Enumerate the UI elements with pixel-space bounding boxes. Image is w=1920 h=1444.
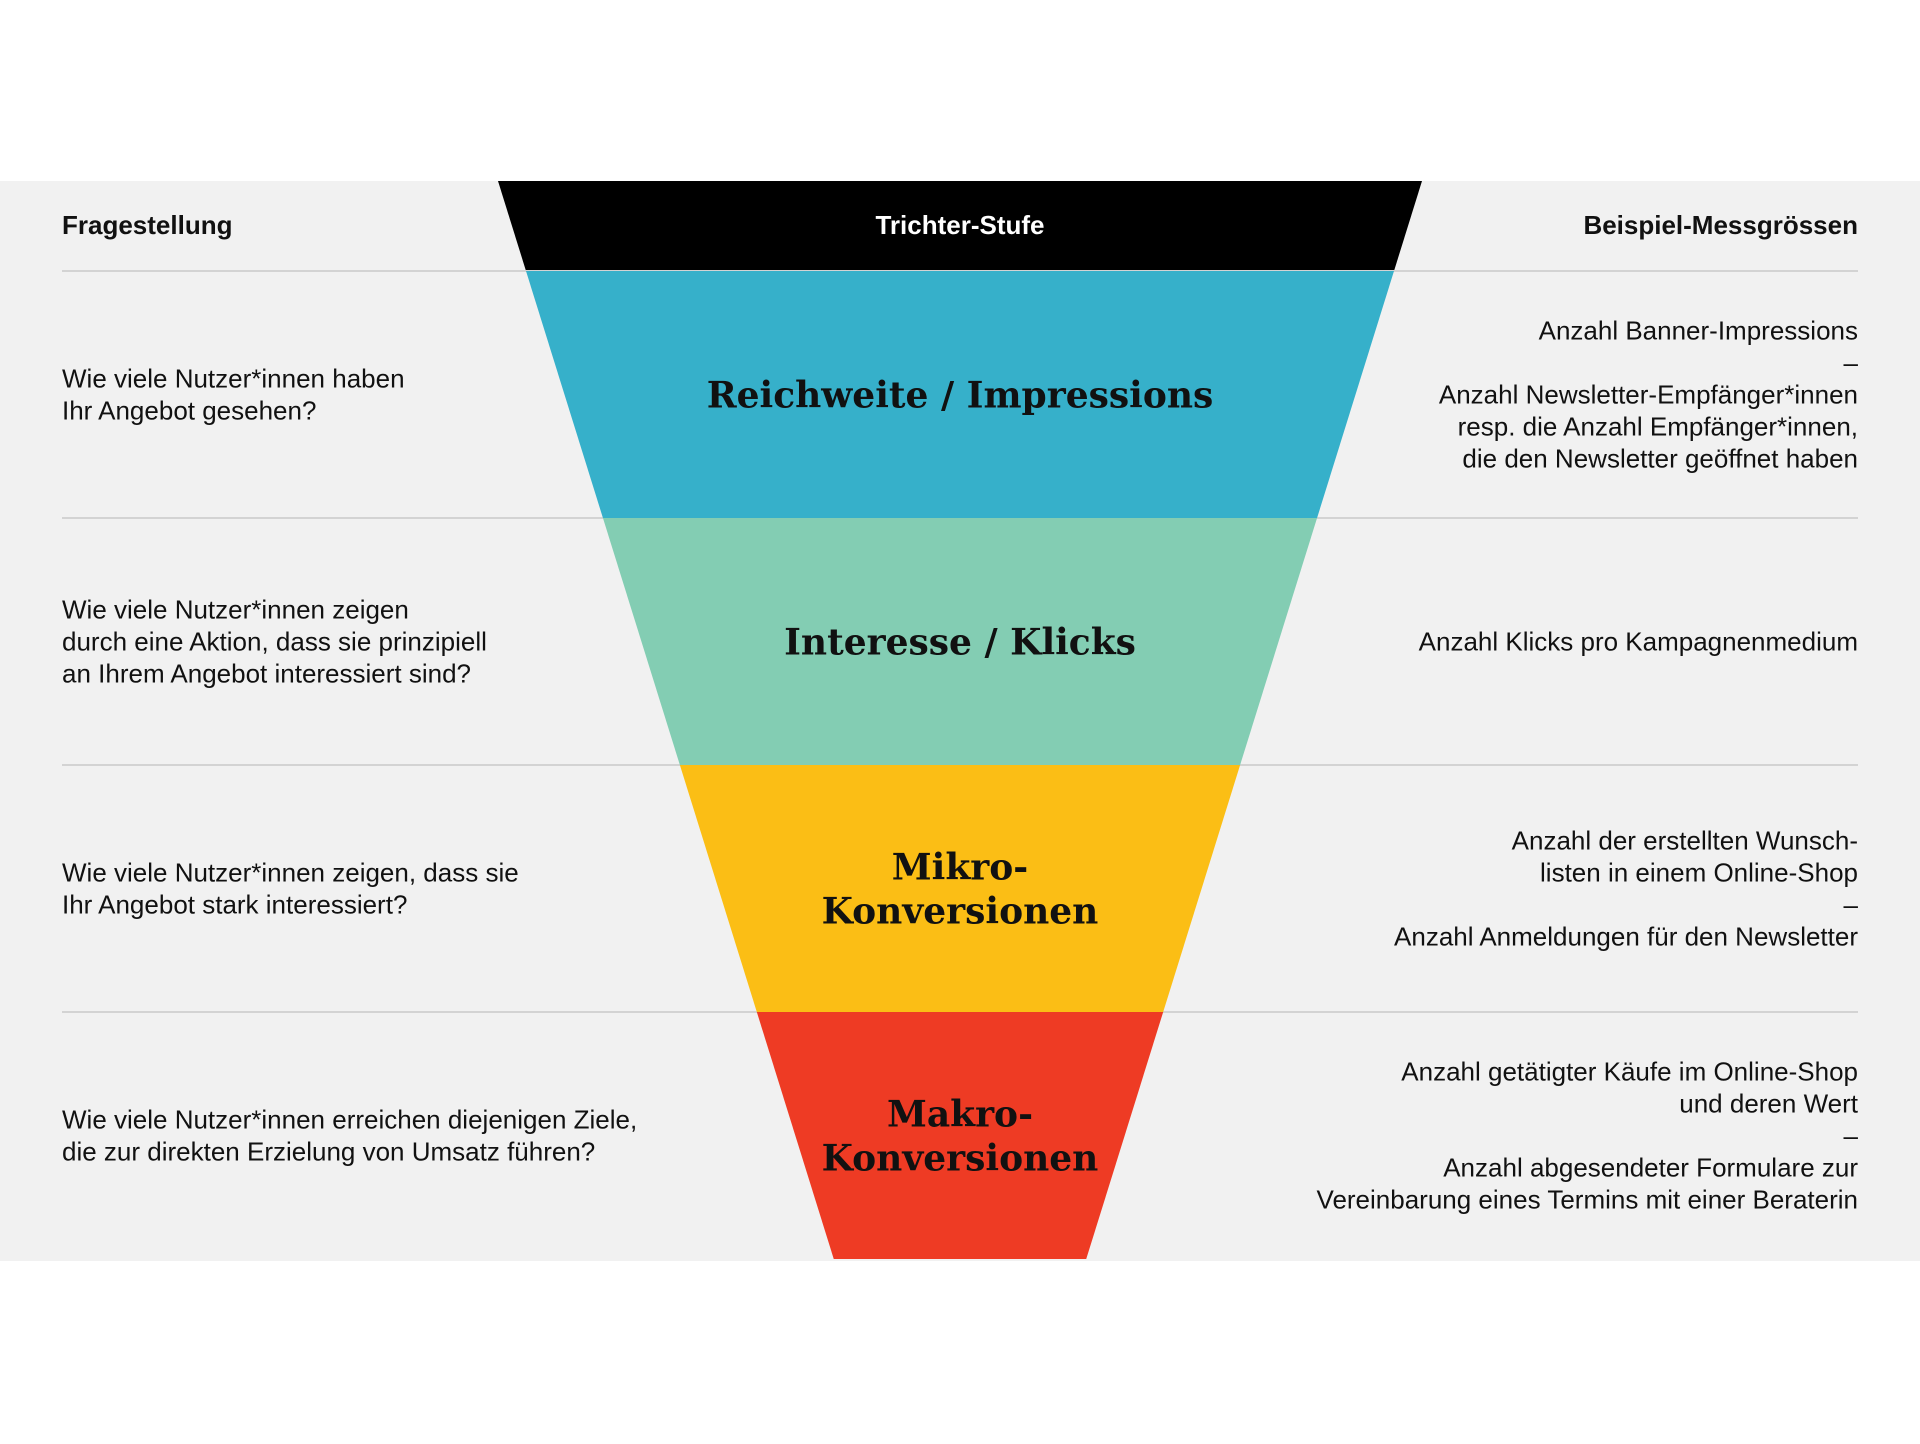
- stage-metric: –: [1844, 1121, 1859, 1151]
- stage-label: Reichweite / Impressions: [707, 375, 1214, 417]
- stage-metric: Anzahl Banner-Impressions: [1539, 316, 1858, 346]
- column-header-stage: Trichter-Stufe: [875, 210, 1044, 240]
- stage-question: die zur direkten Erzielung von Umsatz fü…: [62, 1137, 595, 1167]
- stage-question: Ihr Angebot gesehen?: [62, 396, 316, 426]
- stage-metric: listen in einem Online-Shop: [1540, 858, 1858, 888]
- stage-metric: Anzahl Klicks pro Kampagnenmedium: [1419, 627, 1858, 657]
- stage-label: Konversionen: [822, 1138, 1099, 1180]
- stage-question: Ihr Angebot stark interessiert?: [62, 890, 407, 920]
- stage-metric: –: [1844, 890, 1859, 920]
- funnel-stage-3: [679, 765, 1241, 1012]
- stage-metric: Vereinbarung eines Termins mit einer Ber…: [1317, 1185, 1858, 1215]
- stage-label: Konversionen: [822, 891, 1099, 933]
- stage-question: Wie viele Nutzer*innen haben: [62, 364, 405, 394]
- stage-question: durch eine Aktion, dass sie prinzipiell: [62, 627, 487, 657]
- stage-metric: Anzahl Newsletter-Empfänger*innen: [1439, 380, 1858, 410]
- stage-metric: Anzahl der erstellten Wunsch-: [1512, 826, 1858, 856]
- stage-question: an Ihrem Angebot interessiert sind?: [62, 659, 471, 689]
- column-header-metrics: Beispiel-Messgrössen: [1583, 210, 1858, 240]
- funnel-stage-4: [756, 1012, 1164, 1259]
- column-header-question: Fragestellung: [62, 210, 232, 240]
- stage-question: Wie viele Nutzer*innen erreichen diejeni…: [62, 1105, 637, 1135]
- funnel-stage-2: [602, 518, 1318, 765]
- stage-label: Interesse / Klicks: [784, 622, 1136, 664]
- stage-metric: resp. die Anzahl Empfänger*innen,: [1458, 412, 1858, 442]
- stage-metric: und deren Wert: [1679, 1089, 1859, 1119]
- stage-question: Wie viele Nutzer*innen zeigen: [62, 595, 409, 625]
- stage-metric: –: [1844, 348, 1859, 378]
- stage-metric: Anzahl Anmeldungen für den Newsletter: [1394, 922, 1858, 952]
- funnel-stage-1: [526, 271, 1394, 518]
- funnel-header-band: [498, 181, 1422, 271]
- stage-metric: Anzahl getätigter Käufe im Online-Shop: [1401, 1057, 1858, 1087]
- stage-metric: Anzahl abgesendeter Formulare zur: [1443, 1153, 1858, 1183]
- stage-label: Makro-: [887, 1094, 1033, 1136]
- stage-label: Mikro-: [892, 847, 1028, 889]
- stage-metric: die den Newsletter geöffnet haben: [1462, 444, 1858, 474]
- stage-question: Wie viele Nutzer*innen zeigen, dass sie: [62, 858, 519, 888]
